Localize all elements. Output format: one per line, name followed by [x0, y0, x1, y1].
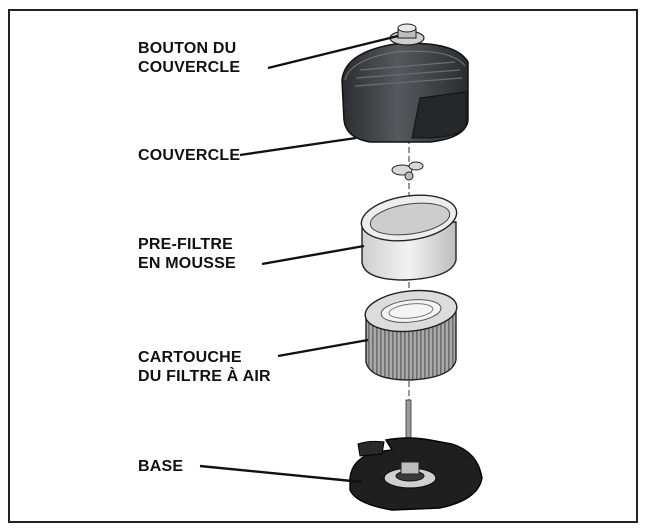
label-base: BASE [138, 457, 183, 476]
label-cartridge-line2: DU FILTRE À AIR [138, 368, 271, 385]
leader-line-base [199, 464, 363, 484]
leader-line-prefilter [261, 244, 365, 266]
label-cover-knob-line2: COUVERCLE [138, 59, 241, 76]
label-cover: COUVERCLE [138, 146, 240, 165]
leader-line-cartridge [277, 338, 369, 358]
label-air-filter-cartridge: CARTOUCHE DU FILTRE À AIR [138, 348, 271, 386]
foam-prefilter-part [360, 194, 458, 281]
leader-line-cover [239, 136, 357, 157]
label-foam-prefilter: PRE-FILTRE EN MOUSSE [138, 235, 236, 273]
label-cover-knob-line1: BOUTON DU [138, 40, 237, 57]
diagram-frame [8, 9, 638, 523]
label-cartridge-line1: CARTOUCHE [138, 349, 242, 366]
base-part [349, 437, 483, 511]
leader-line-knob [267, 34, 399, 70]
air-filter-cartridge-part [364, 289, 458, 381]
label-foam-prefilter-line2: EN MOUSSE [138, 255, 236, 272]
cover-part [341, 23, 469, 143]
label-cover-knob: BOUTON DU COUVERCLE [138, 39, 240, 77]
label-cover-text: COUVERCLE [138, 147, 241, 164]
label-base-text: BASE [138, 458, 184, 475]
retaining-nut-part [391, 161, 424, 181]
label-foam-prefilter-line1: PRE-FILTRE [138, 236, 234, 253]
